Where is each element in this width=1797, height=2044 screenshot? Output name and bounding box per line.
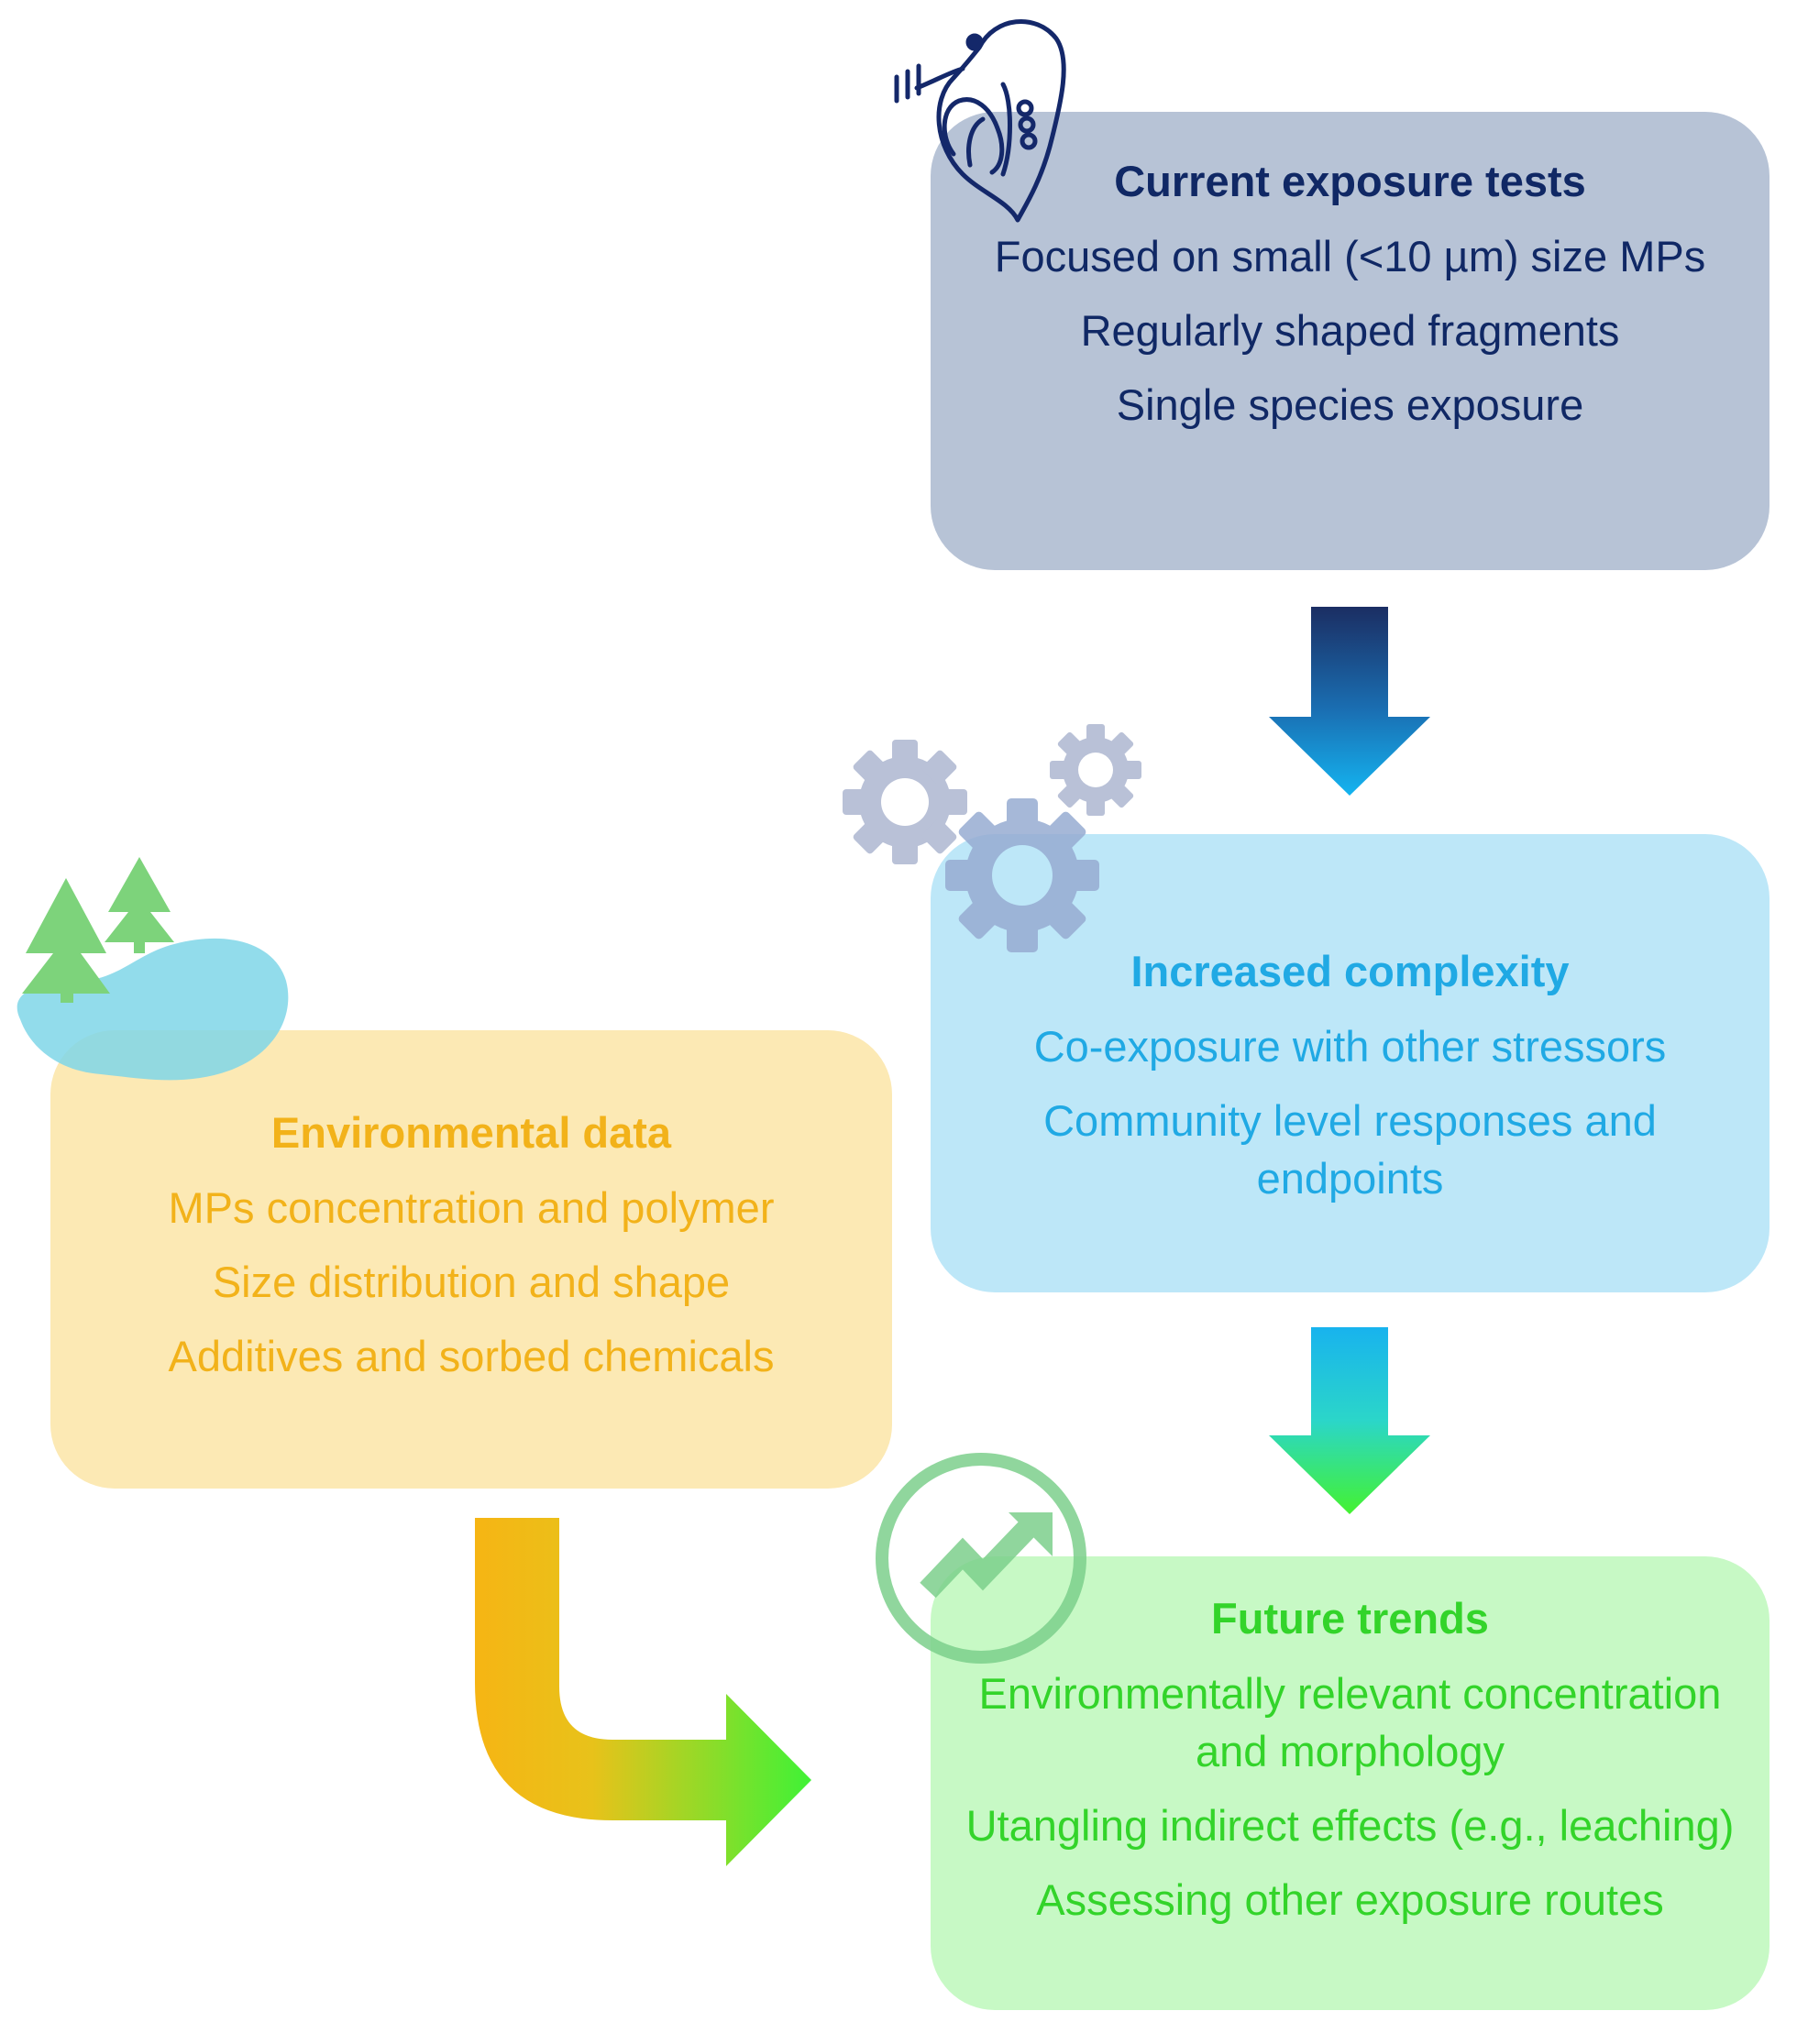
complexity-item-community: Community level responses and endpoints bbox=[1043, 1096, 1657, 1203]
future-item-indirect-effects: Utangling indirect effects (e.g., leachi… bbox=[965, 1801, 1735, 1851]
arrow-complexity-to-future bbox=[1269, 1327, 1430, 1514]
environmental-data-title: Environmental data bbox=[270, 1108, 672, 1157]
environmental-data-box: Environmental data MPs concentration and… bbox=[50, 1030, 892, 1489]
future-trends-box: Future trends Environmentally relevant c… bbox=[931, 1556, 1769, 2010]
current-item-small-size: Focused on small (<10 µm) size MPs bbox=[994, 232, 1706, 281]
complexity-item-co-exposure: Co-exposure with other stressors bbox=[1033, 1022, 1667, 1071]
daphnia-icon bbox=[894, 18, 1066, 223]
trees-lake-icon bbox=[17, 857, 289, 1081]
arrow-environmental-to-future bbox=[475, 1518, 811, 1866]
future-item-relevant-concentration: Environmentally relevant concentration a… bbox=[978, 1669, 1722, 1776]
current-exposure-box: Current exposure tests Focused on small … bbox=[931, 112, 1769, 570]
arrow-current-to-complexity bbox=[1269, 607, 1430, 796]
current-item-single-species: Single species exposure bbox=[1116, 380, 1584, 430]
env-item-additives: Additives and sorbed chemicals bbox=[168, 1332, 775, 1381]
env-item-concentration: MPs concentration and polymer bbox=[168, 1183, 775, 1233]
current-item-regular-shape: Regularly shaped fragments bbox=[1080, 306, 1620, 356]
trend-up-icon bbox=[876, 1453, 1086, 1664]
future-trends-title: Future trends bbox=[1211, 1594, 1489, 1643]
current-exposure-title: Current exposure tests bbox=[1114, 157, 1586, 205]
increased-complexity-title: Increased complexity bbox=[1130, 947, 1570, 995]
gears-icon bbox=[843, 724, 1141, 952]
future-item-exposure-routes: Assessing other exposure routes bbox=[1036, 1875, 1664, 1925]
env-item-size-shape: Size distribution and shape bbox=[212, 1258, 731, 1307]
increased-complexity-box: Increased complexity Co-exposure with ot… bbox=[931, 834, 1769, 1292]
